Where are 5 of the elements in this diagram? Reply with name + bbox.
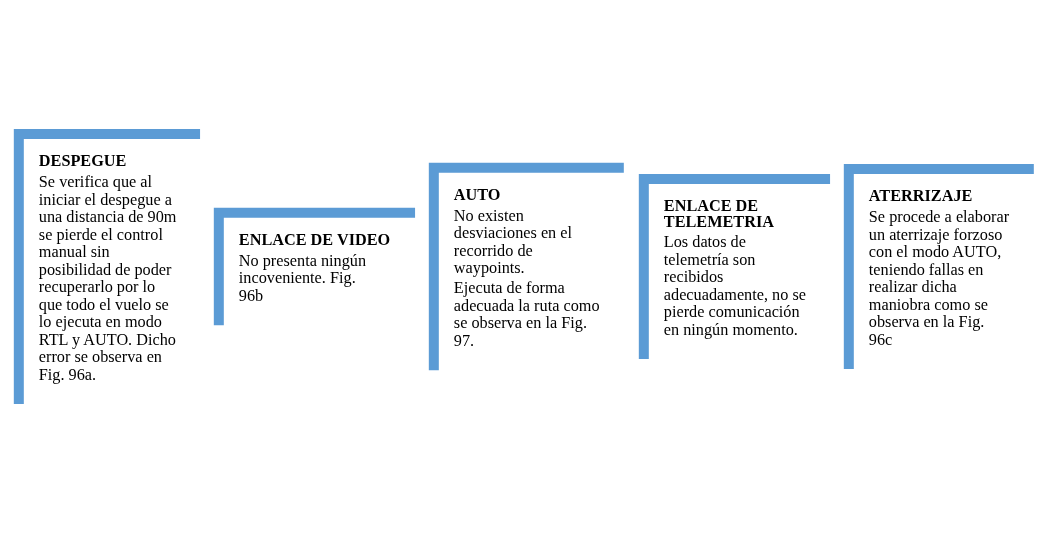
node-text: AUTO No existen desviaciones en el recorrido de waypoints. Ejecuta de forma adecuada la ruta como se observa en la Fig. 97. <box>453 185 600 350</box>
node-text: ENLACE DE VIDEO No presenta ningún incoveniente. Fig. 96b <box>238 230 391 305</box>
node-text: ENLACE DE TELEMETRIA Los datos de telemetría son recibidos adecuadamente, no se pierde comunicación en ningún momento. <box>663 196 806 339</box>
node-text: ATERRIZAJE Se procede a elaborar un aterrizaje forzoso con el modo AUTO, teniendo fallas en realizar dicha maniobra como se observa en la Fig. 96c <box>868 186 1010 349</box>
node-text: DESPEGUE Se verifica que al iniciar el despegue a una distancia de 90m se pierde el control manual sin posibilidad de poder recuperarlo por lo que todo el vuelo se lo ejecuta en modo RTL y AUTO. Dicho error se observa en Fig. 96a. <box>38 151 177 384</box>
